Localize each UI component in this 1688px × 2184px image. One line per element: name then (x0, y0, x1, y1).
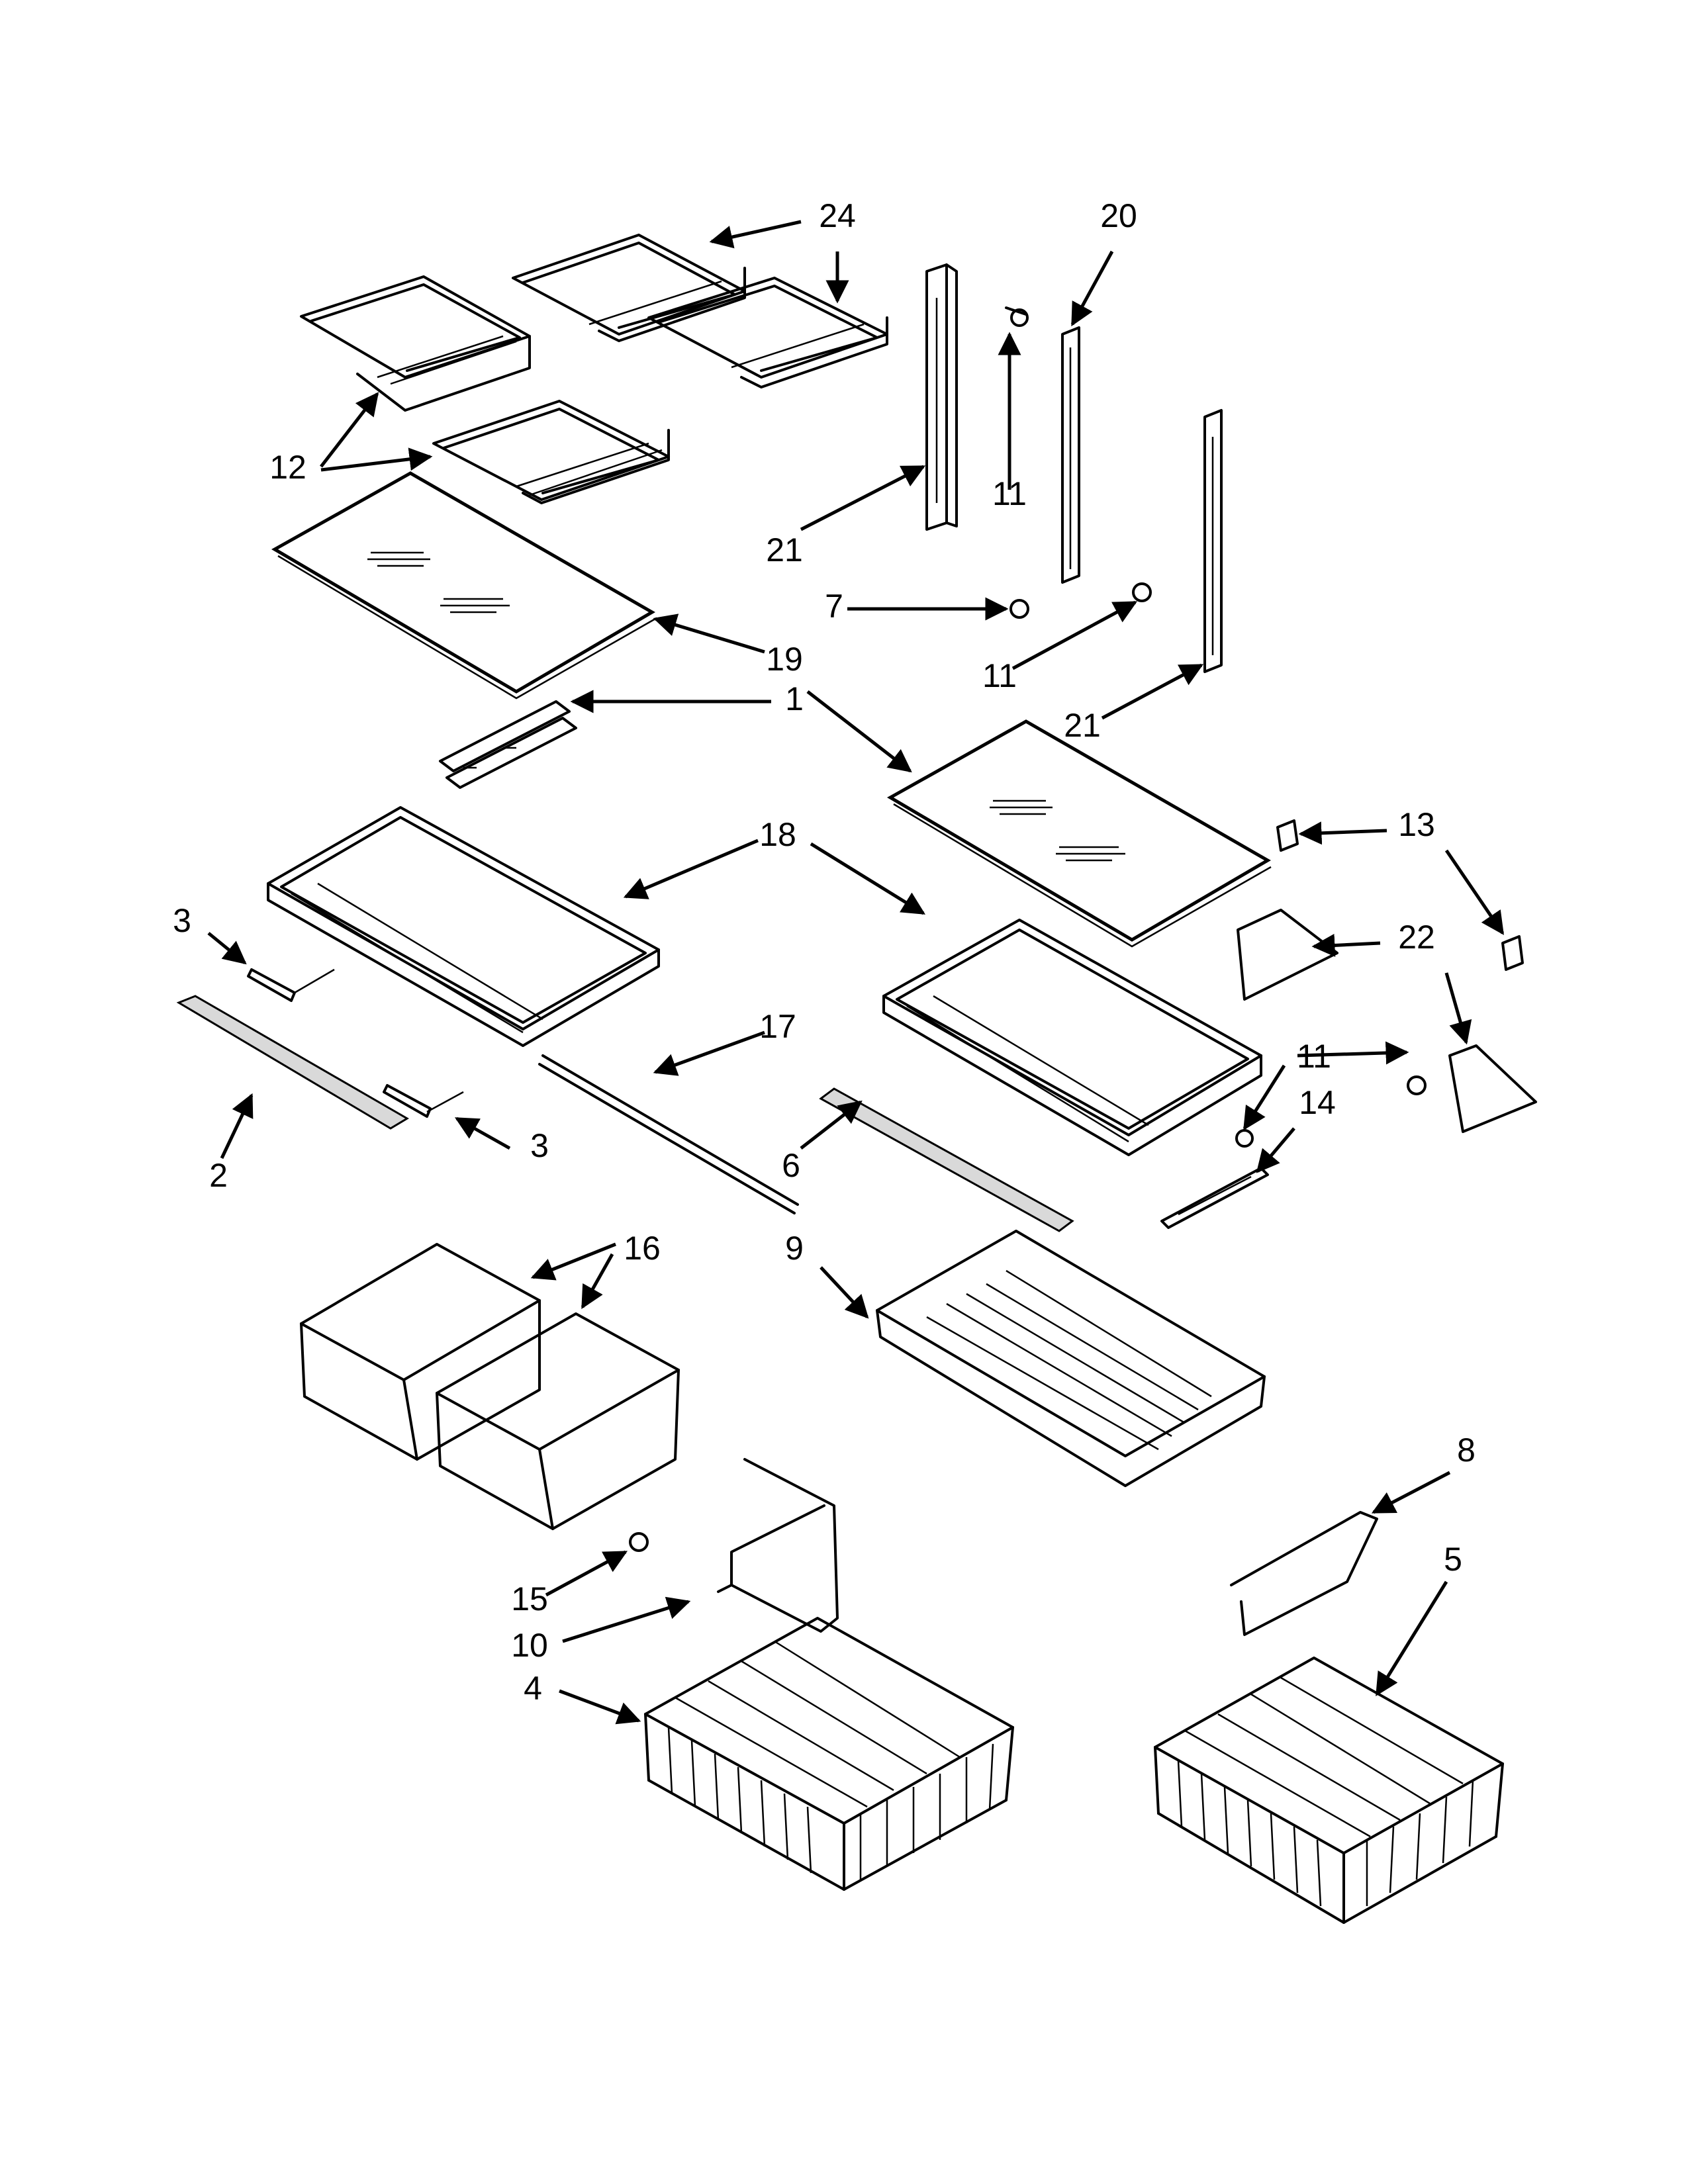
callout-9: 9 (785, 1230, 804, 1267)
shelf-frame-12-left (300, 275, 531, 412)
callout-8: 8 (1457, 1432, 1476, 1469)
callout-labels: 24 20 12 11 21 7 19 11 1 21 18 13 3 22 1… (173, 197, 1476, 1707)
callout-14: 14 (1299, 1084, 1336, 1121)
callout-4: 4 (524, 1670, 542, 1707)
rail-21-right (1203, 409, 1223, 673)
clip-13-upper (1276, 819, 1299, 852)
screw-7 (1009, 599, 1029, 619)
shelf-frame-18-right (882, 919, 1262, 1156)
trim-17 (538, 1054, 799, 1214)
callout-18: 18 (759, 816, 796, 853)
callout-12: 12 (269, 449, 306, 486)
callout-15: 15 (511, 1580, 548, 1617)
trim-6 (819, 1087, 1074, 1232)
callout-3: 3 (530, 1127, 549, 1164)
shelf-frame-24-left (512, 234, 746, 342)
callout-11: 11 (992, 475, 1027, 512)
support-22-lower (1448, 1044, 1537, 1133)
divider-10 (717, 1458, 839, 1633)
callout-11: 11 (982, 657, 1017, 694)
callout-24: 24 (819, 197, 856, 234)
callout-21: 21 (766, 531, 803, 569)
glass-shelf-19-left (271, 471, 656, 700)
rail-21-left (925, 263, 958, 531)
crisper-drawer-16-left (300, 1243, 541, 1461)
callout-5: 5 (1444, 1541, 1462, 1578)
callout-17: 17 (759, 1008, 796, 1045)
callout-13: 13 (1398, 806, 1435, 843)
clip-13-lower (1501, 935, 1524, 971)
callout-20: 20 (1100, 197, 1137, 234)
crisper-drawer-16-right (436, 1312, 680, 1530)
bracket-3-upper (247, 968, 335, 1002)
trim-2 (176, 995, 409, 1130)
shelf-frame-18-left (267, 806, 660, 1047)
callout-7: 7 (825, 588, 843, 625)
rail-20 (1061, 326, 1080, 584)
callout-2: 2 (209, 1157, 228, 1194)
callout-19: 19 (766, 641, 803, 678)
pantry-drawer-9 (876, 1230, 1266, 1487)
screw-11-mid (1132, 582, 1152, 602)
screw-11-low (1407, 1075, 1427, 1095)
shelf-frame-24-right (647, 277, 888, 388)
screw-11-bracket (1235, 1129, 1254, 1148)
callout-10: 10 (511, 1627, 548, 1664)
callout-11: 11 (1297, 1038, 1331, 1075)
callout-21: 21 (1064, 707, 1101, 744)
leader-lines (207, 220, 1505, 1725)
callout-16: 16 (624, 1230, 661, 1267)
bracket-3-lower (383, 1084, 464, 1118)
bracket-14 (1160, 1167, 1269, 1229)
screw-11-top (1005, 306, 1029, 327)
slide-rail-1 (439, 700, 577, 789)
callout-1: 1 (785, 680, 804, 717)
callout-6: 6 (782, 1147, 800, 1184)
screw-15 (629, 1532, 649, 1552)
callout-3: 3 (173, 902, 191, 939)
callout-22: 22 (1398, 919, 1435, 956)
shelf-frame-12-right (432, 400, 670, 504)
wire-basket-4 (644, 1617, 1014, 1891)
divider-8 (1230, 1511, 1378, 1636)
support-22-upper (1237, 909, 1338, 1001)
glass-shelf-19-right (886, 719, 1272, 948)
wire-basket-5 (1154, 1657, 1504, 1924)
